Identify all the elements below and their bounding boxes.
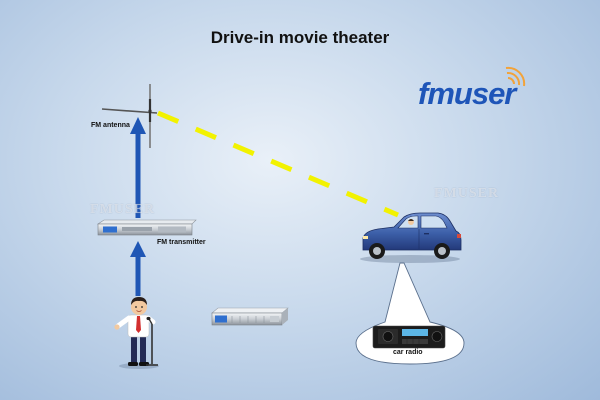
logo-signal-icon	[505, 66, 526, 87]
car-radio-icon	[372, 325, 446, 349]
arrow-transmitter-to-antenna	[130, 117, 146, 218]
watermark: FMUSER	[90, 202, 156, 217]
transmitter-unit-icon	[211, 307, 289, 326]
fm-antenna-label: FM antenna	[91, 122, 130, 129]
fm-transmitter-icon	[97, 219, 197, 236]
fmuser-logo: fmuser	[418, 76, 516, 111]
car-icon	[360, 212, 462, 263]
fm-antenna-icon	[101, 84, 158, 148]
fm-transmitter-label: FM transmitter	[157, 239, 206, 246]
watermark: FMUSER	[434, 186, 500, 201]
fm-signal-beam	[157, 110, 399, 218]
car-radio-label: car radio	[393, 349, 423, 356]
presenter-figure	[114, 297, 159, 369]
diagram-title: Drive-in movie theater	[210, 28, 390, 47]
arrow-speaker-to-transmitter	[130, 241, 146, 296]
